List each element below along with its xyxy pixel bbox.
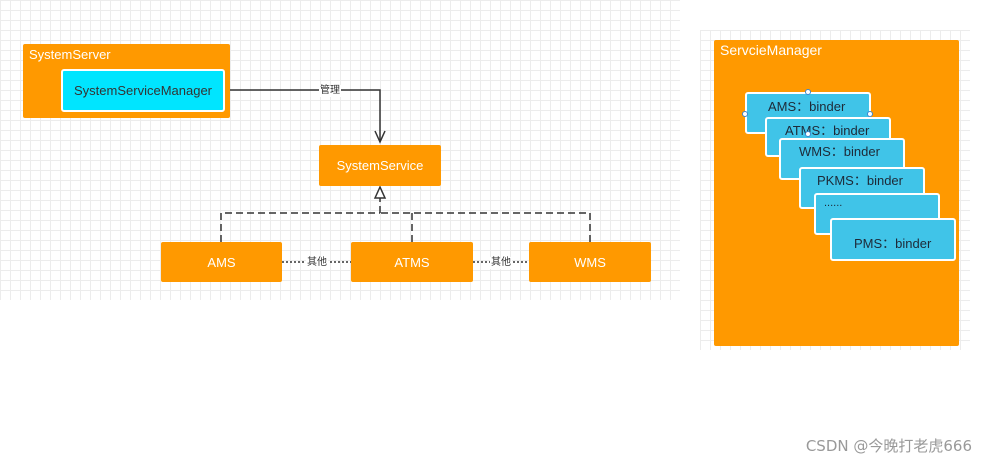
selection-handle-left[interactable] <box>742 111 748 117</box>
inherit-hollow-arrowhead <box>373 185 387 199</box>
service-box-wms[interactable]: WMS <box>529 242 651 282</box>
binder-card-pms[interactable]: PMS：binder <box>830 218 956 261</box>
servciemanager-title: ServcieManager <box>720 42 822 58</box>
inherit-connector-wms <box>380 212 591 242</box>
service-box-atms[interactable]: ATMS <box>351 242 473 282</box>
manage-edge-label: 管理 <box>319 85 341 97</box>
systemserver-title: SystemServer <box>29 47 111 62</box>
selection-handle-right[interactable] <box>867 111 873 117</box>
service-box-ams[interactable]: AMS <box>161 242 282 282</box>
systemservicemanager-box[interactable]: SystemServiceManager <box>61 69 225 112</box>
other-edge-label-2: 其他 <box>490 257 512 269</box>
manage-connector <box>226 89 381 140</box>
systemservice-box[interactable]: SystemService <box>319 145 441 186</box>
systemserver-container[interactable]: SystemServer SystemServiceManager <box>23 44 230 118</box>
binder-card-label: ...... <box>824 197 843 209</box>
binder-card-label: PKMS：binder <box>817 173 903 188</box>
binder-card-label: PMS：binder <box>854 236 932 251</box>
manage-arrowhead <box>374 130 386 144</box>
binder-card-label: WMS：binder <box>799 144 880 159</box>
selection-handle-top[interactable] <box>805 89 811 95</box>
csdn-watermark: CSDN @今晚打老虎666 <box>805 437 972 455</box>
binder-card-label: AMS：binder <box>768 99 846 114</box>
other-edge-label-1: 其他 <box>306 257 328 269</box>
selection-handle-bottom[interactable] <box>805 131 811 137</box>
inherit-connector-ams <box>220 212 380 242</box>
binder-card-label: ATMS：binder <box>785 123 870 138</box>
